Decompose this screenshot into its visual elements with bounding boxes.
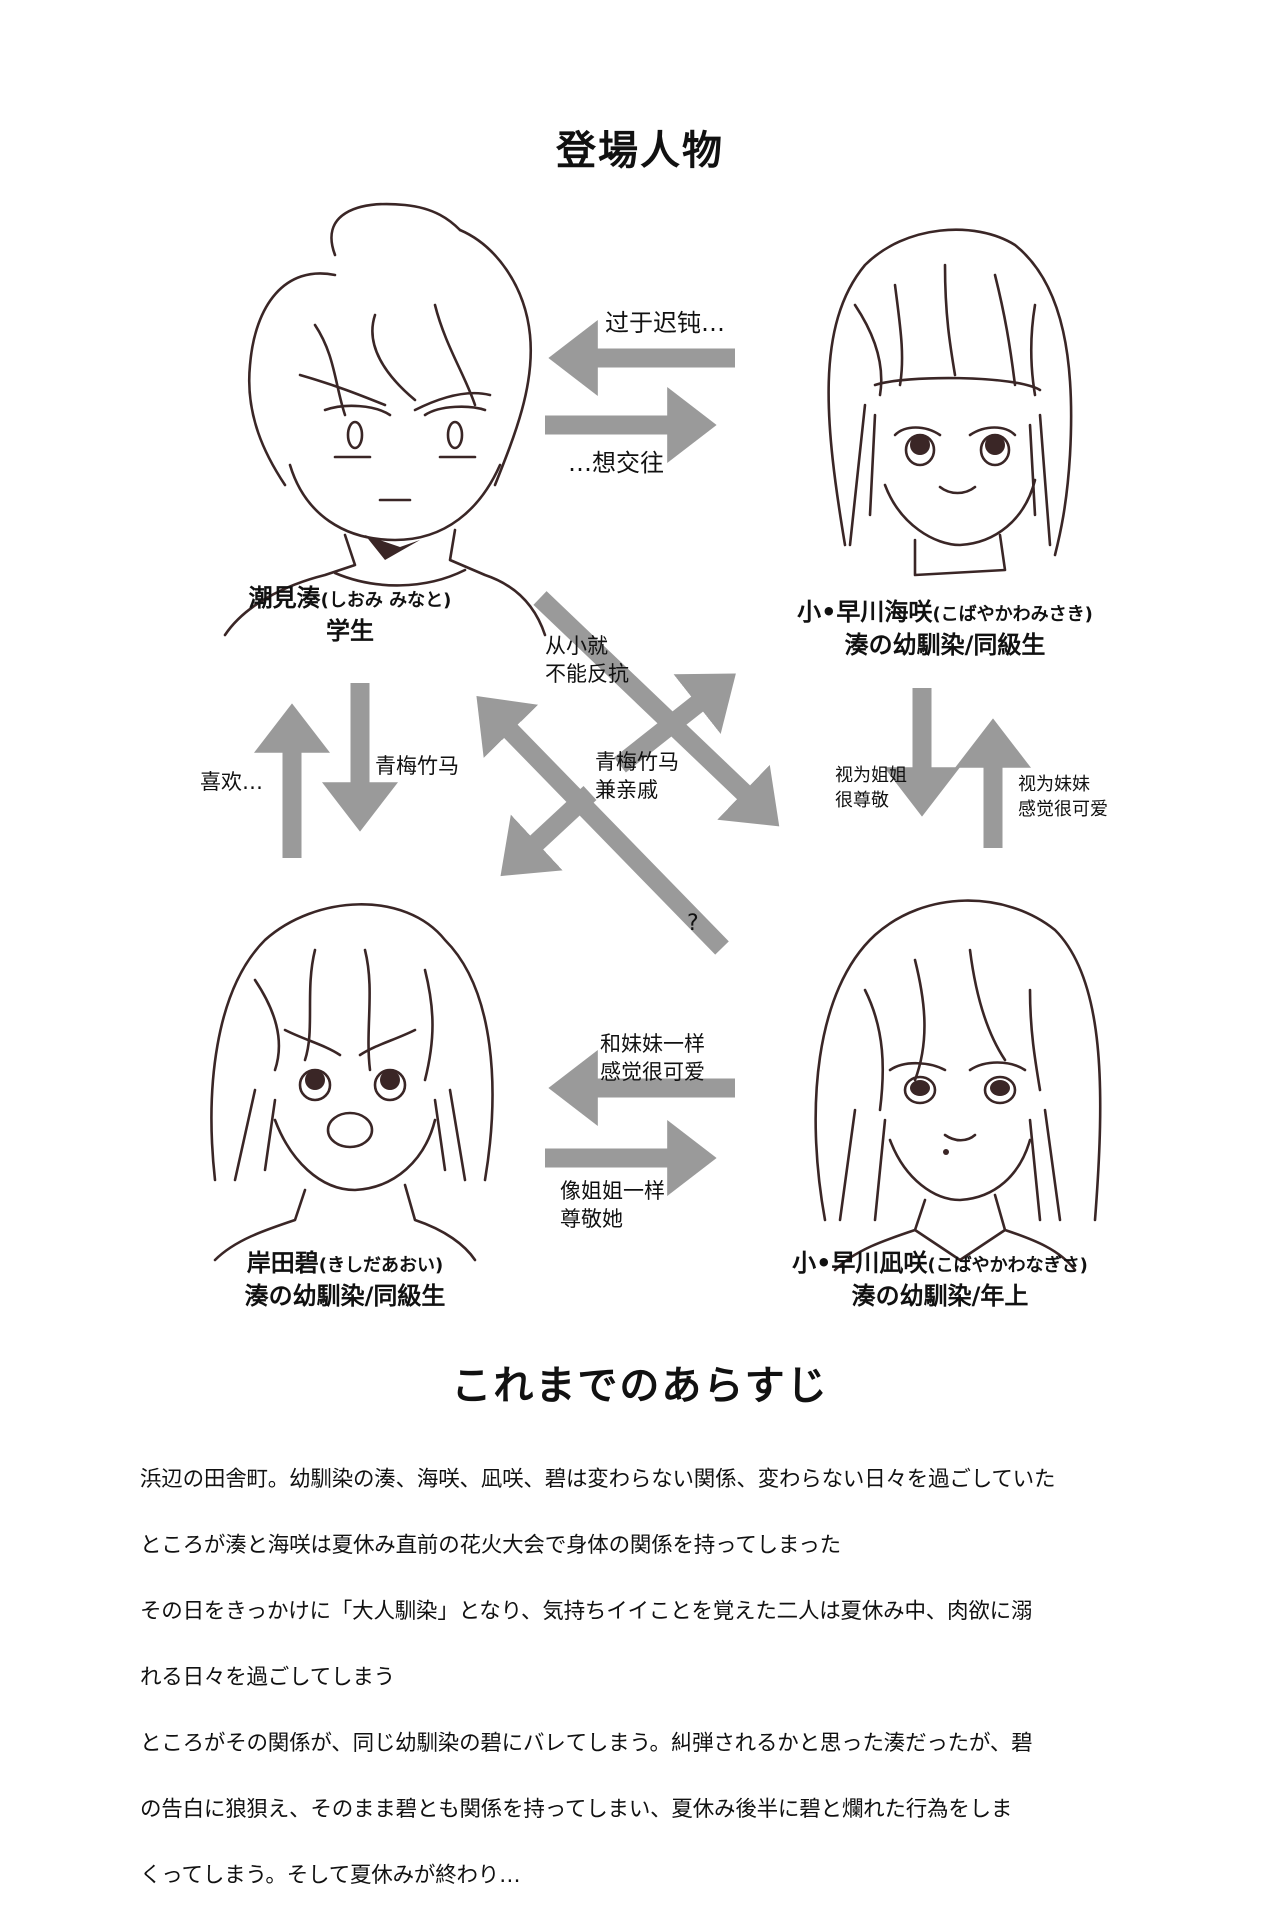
character-name: 岸田碧 [246, 1249, 319, 1277]
relation-label-aoi-misaki-cross: 青梅竹马 兼亲戚 [595, 748, 679, 804]
character-name: 小•早川凪咲 [792, 1249, 928, 1277]
relation-label-aoi-to-nagisa: 像姐姐一样 尊敬她 [560, 1177, 665, 1233]
relation-label-minato-to-aoi: 青梅竹马 [375, 752, 459, 780]
page-title: 登場人物 [556, 128, 724, 174]
relationship-arrows [254, 320, 1031, 1196]
relation-label-nagisa-to-misaki: 视为妹妹 感觉很可爱 [1018, 772, 1108, 822]
relation-label-nagisa-to-aoi: 和妹妹一样 感觉很可爱 [600, 1030, 705, 1086]
relation-line: 很尊敬 [835, 790, 889, 811]
relation-line: 感觉很可爱 [600, 1060, 705, 1084]
arrow-cross-to-misaki [614, 673, 736, 773]
relation-line: 不能反抗 [545, 662, 629, 686]
portrait-nagisa [814, 899, 1102, 1272]
portrait-misaki [827, 228, 1073, 577]
character-reading: (こばやかわみさき) [932, 604, 1093, 625]
character-role: 湊の幼馴染/同級生 [244, 1282, 446, 1310]
relation-line: 像姐姐一样 [560, 1179, 665, 1203]
relation-label-aoi-to-minato: 喜欢… [200, 768, 263, 796]
relation-line: 青梅竹马 [595, 750, 679, 774]
character-role: 湊の幼馴染/同級生 [844, 631, 1046, 659]
character-name: 小•早川海咲 [797, 598, 933, 626]
synopsis-line: の告白に狼狽え、そのまま碧とも関係を持ってしまい、夏休み後半に碧と爛れた行為をし… [140, 1797, 1013, 1822]
relation-line: 尊敬她 [560, 1207, 623, 1231]
relation-label-misaki-to-minato: 过于迟钝… [605, 308, 725, 338]
relation-line: 感觉很可爱 [1018, 799, 1108, 820]
relation-label-question-mark: ? [687, 911, 699, 936]
relation-line: 从小就 [545, 634, 608, 658]
character-portraits [210, 202, 1102, 1272]
character-role: 学生 [326, 617, 374, 645]
character-role: 湊の幼馴染/年上 [851, 1282, 1029, 1310]
portrait-minato [223, 202, 547, 637]
portrait-aoi [210, 903, 494, 1262]
character-reading: (きしだあおい) [318, 1255, 444, 1276]
character-label-nagisa: 小•早川凪咲(こばやかわなぎさ) 湊の幼馴染/年上 [750, 1248, 1130, 1311]
character-reading: (こばやかわなぎさ) [927, 1255, 1088, 1276]
relation-line: 和妹妹一样 [600, 1032, 705, 1056]
character-label-misaki: 小•早川海咲(こばやかわみさき) 湊の幼馴染/同級生 [755, 597, 1135, 660]
synopsis-line: 浜辺の田舎町。幼馴染の湊、海咲、凪咲、碧は変わらない関係、変わらない日々を過ごし… [140, 1467, 1056, 1492]
arrow-minato-to-nagisa [533, 591, 780, 827]
relation-label-misaki-to-nagisa: 视为姐姐 很尊敬 [835, 763, 907, 813]
synopsis-line: れる日々を過ごしてしまう [140, 1665, 395, 1690]
synopsis-line: ところが湊と海咲は夏休み直前の花火大会で身体の関係を持ってしまった [140, 1533, 841, 1558]
relation-label-minato-to-nagisa: 从小就 不能反抗 [545, 632, 629, 688]
relation-line: 视为妹妹 [1018, 774, 1090, 795]
synopsis-body: 浜辺の田舎町。幼馴染の湊、海咲、凪咲、碧は変わらない関係、変わらない日々を過ごし… [140, 1425, 1055, 1909]
arrow-nagisa-to-minato [476, 695, 729, 955]
character-label-aoi: 岸田碧(きしだあおい) 湊の幼馴染/同級生 [195, 1248, 495, 1311]
synopsis-line: その日をきっかけに「大人馴染」となり、気持ちイイことを覚えた二人は夏休み中、肉欲… [140, 1599, 1033, 1624]
character-label-minato: 潮見湊(しおみ みなと) 学生 [190, 583, 510, 646]
arrow-cross-to-aoi [500, 786, 597, 877]
synopsis-title: これまでのあらすじ [451, 1363, 829, 1409]
character-reading: (しおみ みなと) [320, 590, 452, 611]
relation-line: 兼亲戚 [595, 778, 658, 802]
synopsis-line: ところがその関係が、同じ幼馴染の碧にバレてしまう。糾弾されるかと思った湊だったが… [140, 1731, 1033, 1756]
character-name: 潮見湊 [248, 584, 321, 612]
synopsis-line: くってしまう。そして夏休みが終わり… [140, 1863, 521, 1888]
relation-line: 视为姐姐 [835, 765, 907, 786]
relation-label-minato-to-misaki: …想交往 [568, 448, 664, 478]
